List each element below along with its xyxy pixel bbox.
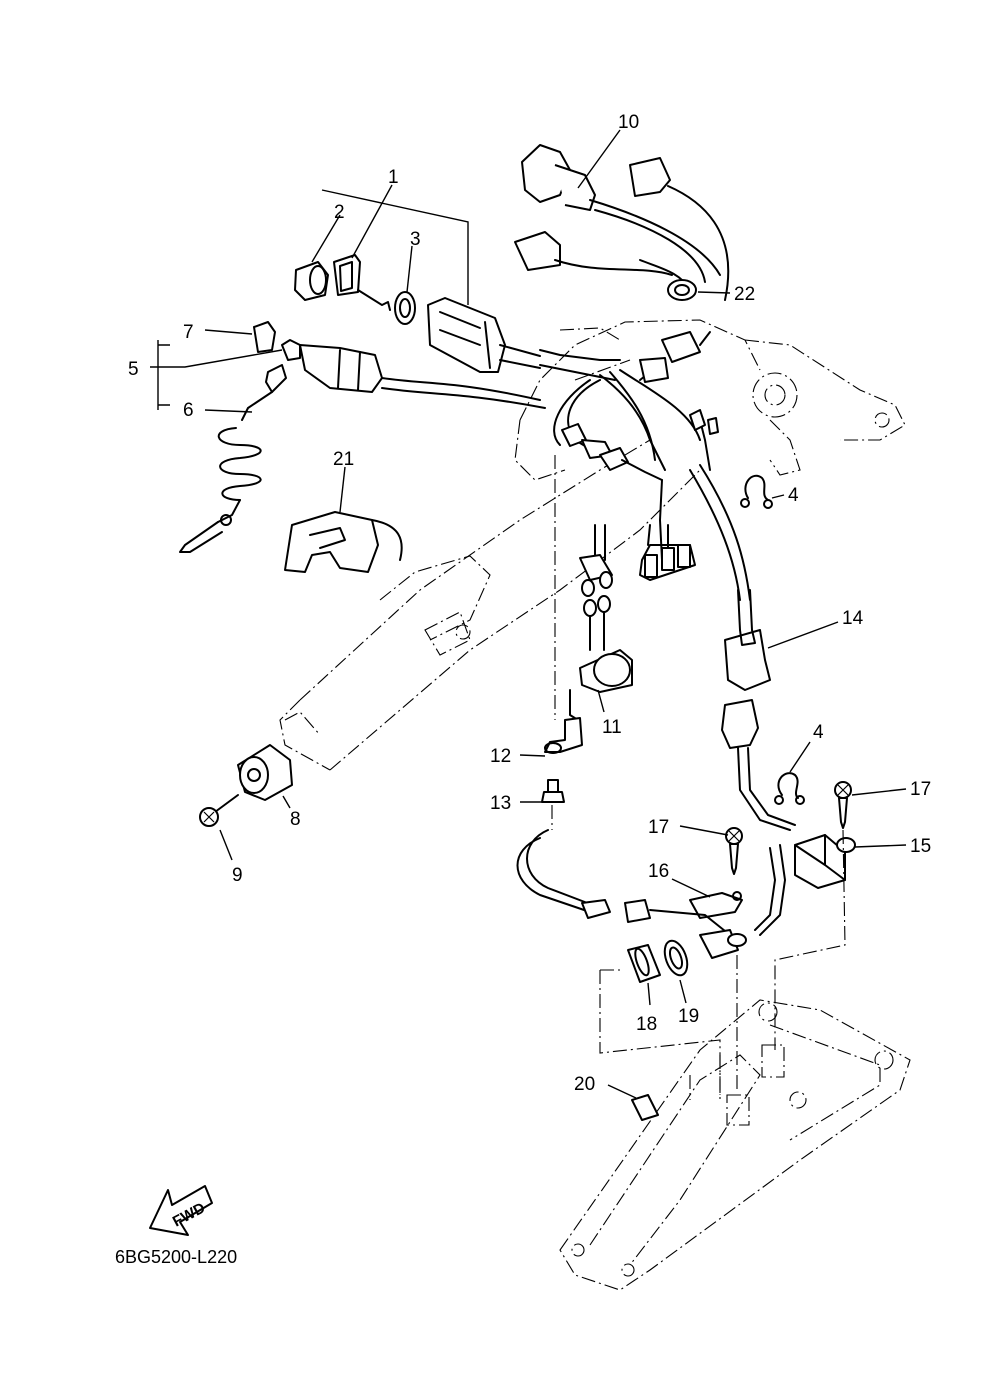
bracket-12 [544,717,583,754]
callout-20: 20 [574,1074,595,1095]
screw-17-a [725,827,743,875]
callout-6: 6 [183,400,194,421]
key-switch-assembly [294,254,621,381]
lower-harness [516,829,786,959]
tiller-bracket-phantom [559,999,911,1291]
relay-15 [794,834,856,889]
leader-lines [150,129,907,1099]
callout-4-lower: 4 [813,722,824,743]
callout-1: 1 [388,167,399,188]
callout-21: 21 [333,449,354,470]
buzzer-11 [569,595,633,721]
grommet-19 [663,939,689,977]
callout-11: 11 [602,717,622,738]
connector-14 [721,589,796,831]
callout-17-left: 17 [648,817,669,838]
callout-7: 7 [183,322,194,343]
callout-17-right: 17 [910,779,931,800]
grommet-18 [627,944,661,983]
callout-13: 13 [490,793,511,814]
callout-18: 18 [636,1014,657,1035]
callout-9: 9 [232,865,243,886]
harness-lower-connectors [579,524,696,597]
callout-10: 10 [618,112,639,133]
callout-15: 15 [910,836,931,857]
callout-5: 5 [128,359,139,380]
callout-4-upper: 4 [788,485,799,506]
wire-harness [553,331,751,601]
callout-22: 22 [734,284,755,305]
drawing-code: 6BG5200-L220 [115,1247,237,1267]
top-coupler [514,157,730,301]
callout-2: 2 [334,202,345,223]
callout-3: 3 [410,229,421,250]
cover-21 [284,511,403,573]
screw-9 [199,794,239,827]
callout-12: 12 [490,746,511,767]
lanyard-cord [179,364,287,553]
callout-8: 8 [290,809,301,830]
main-switch-connector [521,144,721,291]
stop-switch-assembly [253,321,546,409]
screw-17-b [834,781,852,829]
bolt-13 [541,779,565,803]
callout-16: 16 [648,861,669,882]
clip-4-lower [774,772,805,805]
fwd-arrow-icon: FWD [149,1185,213,1236]
callout-14: 14 [842,608,864,629]
label-20 [631,1094,659,1121]
clamp-22 [667,279,697,301]
callouts: 1 2 3 7 5 6 21 10 22 4 14 11 4 12 13 17 … [128,112,931,1095]
center-lines [551,359,846,1100]
grip-end-8 [237,744,293,801]
clip-4-upper [740,474,773,509]
callout-19: 19 [678,1006,699,1027]
